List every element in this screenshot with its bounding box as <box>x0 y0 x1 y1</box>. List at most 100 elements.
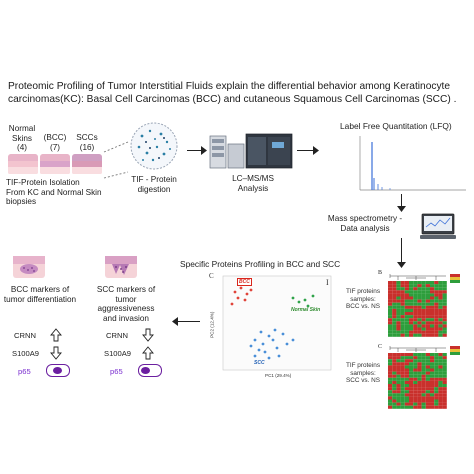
pca-point <box>311 294 315 298</box>
heatmap-cell <box>421 384 426 388</box>
heatmap-cell <box>400 321 405 325</box>
heatmap-cell <box>430 380 435 384</box>
pca-point <box>285 342 289 346</box>
heatmap-cell <box>388 402 393 406</box>
heatmap-cell <box>430 356 435 360</box>
heatmap-cell <box>417 299 422 303</box>
heatmap-cell <box>430 399 435 403</box>
heatmap-cell <box>421 365 426 369</box>
heatmap-cell <box>413 296 418 300</box>
heatmap-cell <box>434 356 439 360</box>
pca-point <box>239 286 243 290</box>
heatmap-cell <box>421 359 426 363</box>
lfq-label: Label Free Quantitation (LFQ) <box>340 121 452 131</box>
heatmap-cell <box>409 368 414 372</box>
heatmap-cell <box>392 296 397 300</box>
heatmap-cell <box>417 296 422 300</box>
heatmap-cell <box>417 315 422 319</box>
heatmap-cell <box>388 390 393 394</box>
arrow-head-icon <box>313 146 319 155</box>
heatmap-cell <box>430 387 435 391</box>
panel-i-letter: I <box>326 278 329 287</box>
heatmap-cell <box>438 308 443 312</box>
heatmap-cell <box>430 402 435 406</box>
heatmap-cell <box>392 356 397 360</box>
heatmap-cell <box>434 384 439 388</box>
heatmap-cell <box>409 321 414 325</box>
heatmap-cell <box>388 384 393 388</box>
heatmap-cell <box>430 293 435 297</box>
heatmap-cell <box>438 324 443 328</box>
heatmap-cell <box>438 312 443 316</box>
heatmap-cell <box>421 327 426 331</box>
heatmap-cell <box>421 368 426 372</box>
heatmap-cell <box>430 368 435 372</box>
heatmap-cell <box>388 368 393 372</box>
heatmap-cell <box>388 327 393 331</box>
heatmap-cell <box>409 405 414 409</box>
heatmap-cell <box>409 287 414 291</box>
heatmap-cell <box>409 308 414 312</box>
heatmap-cell <box>421 353 426 357</box>
lcms-instrument-icon <box>209 133 293 169</box>
heatmap-cell <box>430 281 435 285</box>
heatmap-cell <box>421 315 426 319</box>
heatmap-cell <box>442 396 447 400</box>
heatmap-cell <box>430 371 435 375</box>
heatmap-cell <box>434 371 439 375</box>
heatmap-cell <box>438 315 443 319</box>
heatmap-cell <box>409 362 414 366</box>
arrow-to-heatmap <box>401 238 403 264</box>
heatmap-cell <box>425 399 430 403</box>
heatmap-cell <box>392 374 397 378</box>
title-line-2: carcinomas(KC): Basal Cell Carcinomas (B… <box>8 94 457 105</box>
heatmap-cell <box>417 353 422 357</box>
pca-point <box>253 338 257 342</box>
heatmap-cell <box>396 296 401 300</box>
heatmap-cell <box>442 293 447 297</box>
pca-point <box>267 334 271 338</box>
scc-p65-label: p65 <box>110 367 123 376</box>
heatmap-cell <box>413 284 418 288</box>
heatmap-cell <box>400 281 405 285</box>
heatmap-cell <box>421 290 426 294</box>
heatmap-cell <box>442 330 447 334</box>
heatmap-cell <box>388 312 393 316</box>
heatmap-cell <box>417 356 422 360</box>
heatmap-cell <box>417 333 422 337</box>
heatmap-cell <box>425 377 430 381</box>
bcc-skin-icon <box>40 154 70 174</box>
heatmap-cell <box>438 402 443 406</box>
heatmap-cell <box>404 299 409 303</box>
heatmap-cell <box>400 299 405 303</box>
heatmap-cell <box>417 371 422 375</box>
heatmap-cell <box>438 384 443 388</box>
arrow-head-icon <box>201 146 207 155</box>
heatmap-cell <box>404 402 409 406</box>
heatmap-cell <box>434 308 439 312</box>
heatmap-cell <box>388 362 393 366</box>
heatmap-cell <box>438 353 443 357</box>
heatmap-cell <box>434 368 439 372</box>
heatmap-cell <box>396 399 401 403</box>
heatmap-cell <box>425 287 430 291</box>
heatmap-cell <box>396 393 401 397</box>
heatmap-cell <box>425 359 430 363</box>
heatmap-cell <box>417 318 422 322</box>
heatmap-cell <box>409 399 414 403</box>
heatmap-cell <box>442 321 447 325</box>
heatmap-cell <box>438 359 443 363</box>
heatmap-cell <box>434 390 439 394</box>
heatmap-cell <box>417 368 422 372</box>
heatmap-legend-swatch <box>450 349 460 352</box>
heatmap-cell <box>430 318 435 322</box>
arrow-head-icon <box>397 262 406 268</box>
heatmap-cell <box>417 327 422 331</box>
heatmap-cell <box>396 384 401 388</box>
heatmap-cell <box>434 293 439 297</box>
heatmap-cell <box>442 362 447 366</box>
heatmap-cell <box>413 393 418 397</box>
heatmap-cell <box>425 402 430 406</box>
heatmap-cell <box>400 296 405 300</box>
heatmap-cell <box>404 330 409 334</box>
